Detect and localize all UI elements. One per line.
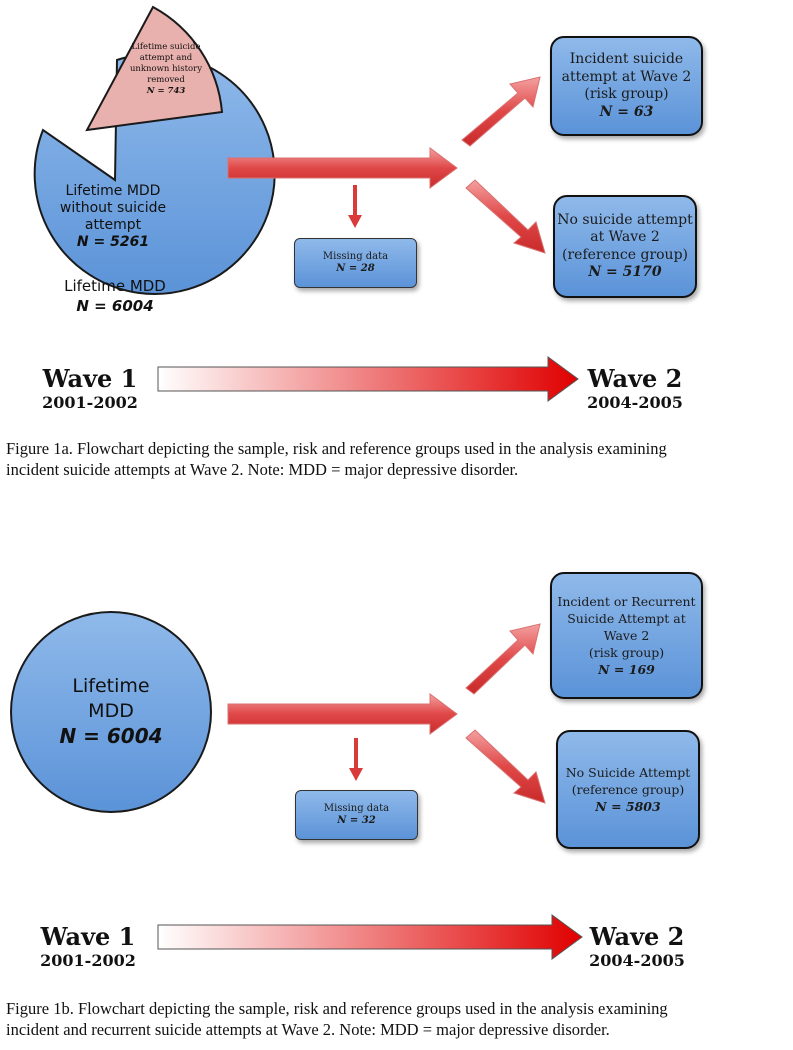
- risk-b-n: N = 169: [598, 662, 655, 677]
- caption-1b-line-2: incident and recurrent suicide attempts …: [6, 1020, 610, 1039]
- circle-line-1: Lifetime: [72, 675, 150, 697]
- reference-n: N = 5170: [588, 264, 662, 280]
- risk-line-2: attempt at Wave 2: [561, 68, 692, 85]
- missing-data-arrow-b: [349, 738, 363, 781]
- missing-data-box: Missing data N = 28: [294, 238, 417, 288]
- caption-1a-line-1: Figure 1a. Flowchart depicting the sampl…: [6, 439, 667, 458]
- wave2-label-b: Wave 2 2004-2005: [567, 922, 707, 970]
- sample-circle: [10, 611, 212, 813]
- wedge-line-4: removed: [147, 75, 185, 85]
- reference-group-arrow-b: [465, 729, 546, 804]
- reference-group-box: No suicide attempt at Wave 2 (reference …: [553, 195, 697, 298]
- risk-line-3: (risk group): [584, 86, 669, 102]
- risk-group-box: Incident suicide attempt at Wave 2 (risk…: [550, 36, 703, 136]
- wave2-years-b: 2004-2005: [589, 951, 685, 970]
- pie-main-n: N = 5261: [76, 234, 150, 250]
- missing-data-box-b: Missing data N = 32: [295, 790, 418, 840]
- reference-b-line-2: (reference group): [571, 782, 685, 797]
- figure-1a: Lifetime suicide attempt and unknown his…: [0, 0, 793, 500]
- risk-line-1: Incident suicide: [569, 51, 684, 67]
- main-arrow: [227, 147, 458, 189]
- missing-data-label-b: Missing data: [323, 802, 390, 814]
- reference-line-3: (reference group): [562, 246, 688, 263]
- wave1-label-b: Wave 1 2001-2002: [18, 922, 158, 970]
- risk-group-arrow-b: [465, 623, 541, 695]
- missing-data-arrow: [348, 185, 362, 228]
- wedge-n: N = 743: [146, 86, 186, 96]
- wedge-line-2: attempt and: [139, 53, 193, 63]
- pie-removed-wedge: [85, 5, 224, 132]
- missing-data-n: N = 28: [336, 263, 375, 274]
- sample-label-text: Lifetime MDD: [64, 277, 166, 295]
- risk-group-box-b: Incident or Recurrent Suicide Attempt at…: [550, 572, 703, 699]
- pie-main-line-1: Lifetime MDD: [65, 183, 161, 199]
- wave2-years: 2004-2005: [587, 393, 683, 412]
- missing-data-n-b: N = 32: [337, 815, 376, 826]
- circle-line-2: MDD: [88, 700, 134, 722]
- circle-n: N = 6004: [59, 724, 163, 748]
- sample-label: Lifetime MDD N = 6004: [40, 276, 190, 316]
- reference-line-1: No suicide attempt: [557, 211, 693, 228]
- wave1-name-b: Wave 1: [40, 922, 136, 951]
- figure-1a-graphics: [33, 5, 579, 402]
- wedge-line-1: Lifetime suicide: [131, 42, 201, 52]
- circle-label: Lifetime MDD N = 6004: [36, 674, 186, 749]
- risk-b-line-4: (risk group): [588, 645, 665, 660]
- pie-main-line-3: attempt: [84, 217, 142, 233]
- wave2-label: Wave 2 2004-2005: [565, 364, 705, 412]
- wave1-name: Wave 1: [42, 364, 138, 393]
- main-arrow-b: [227, 693, 458, 735]
- reference-group-arrow: [465, 179, 546, 254]
- figure-1a-caption: Figure 1a. Flowchart depicting the sampl…: [6, 438, 791, 480]
- wave1-label: Wave 1 2001-2002: [20, 364, 160, 412]
- figure-1b-graphics: [10, 611, 583, 960]
- wedge-label: Lifetime suicide attempt and unknown his…: [118, 42, 214, 97]
- risk-group-arrow: [461, 76, 541, 147]
- wave1-years: 2001-2002: [42, 393, 138, 412]
- pie-main-line-2: without suicide: [59, 200, 167, 216]
- caption-1a-line-2: incident suicide attempts at Wave 2. Not…: [6, 460, 519, 479]
- risk-b-line-3: Wave 2: [603, 628, 650, 643]
- timeline-arrow: [157, 356, 579, 402]
- caption-1b-line-1: Figure 1b. Flowchart depicting the sampl…: [6, 999, 668, 1018]
- risk-b-line-1: Incident or Recurrent: [557, 594, 696, 609]
- wave2-name-b: Wave 2: [589, 922, 685, 951]
- wave1-years-b: 2001-2002: [40, 951, 136, 970]
- wave2-name: Wave 2: [587, 364, 683, 393]
- reference-b-n: N = 5803: [595, 799, 661, 814]
- figure-1b-caption: Figure 1b. Flowchart depicting the sampl…: [6, 998, 791, 1040]
- wedge-line-3: unknown history: [129, 64, 203, 74]
- figure-1b: Lifetime MDD N = 6004 Missing data N = 3…: [0, 560, 793, 1050]
- reference-line-2: at Wave 2: [590, 229, 660, 245]
- risk-n: N = 63: [599, 103, 654, 120]
- reference-b-line-1: No Suicide Attempt: [565, 765, 691, 780]
- reference-group-box-b: No Suicide Attempt (reference group) N =…: [556, 730, 700, 849]
- pie-main-label: Lifetime MDD without suicide attempt N =…: [38, 183, 188, 251]
- timeline-arrow-b: [157, 914, 583, 960]
- sample-n: N = 6004: [76, 297, 154, 315]
- missing-data-label: Missing data: [322, 250, 389, 262]
- risk-b-line-2: Suicide Attempt at: [567, 611, 686, 626]
